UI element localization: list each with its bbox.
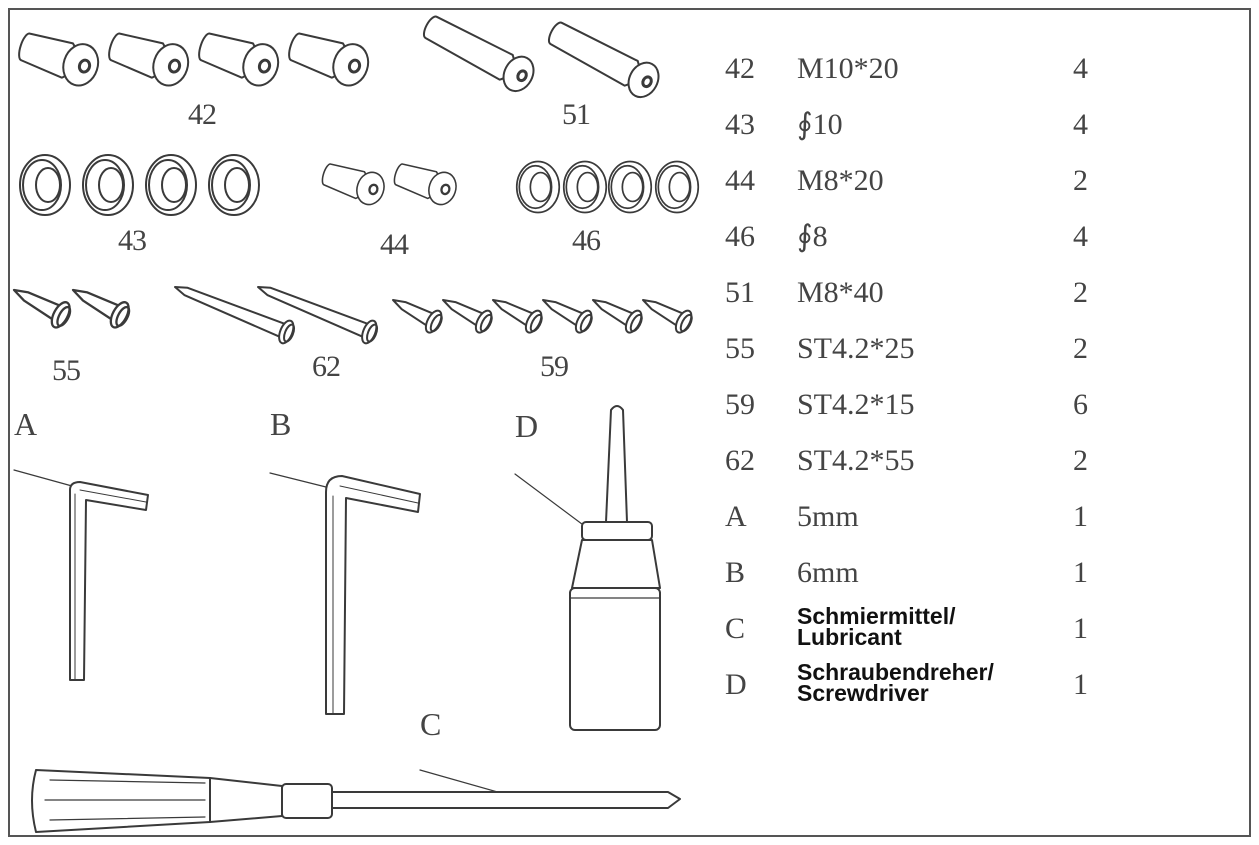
part-id: 62 xyxy=(725,444,755,477)
parts-row: 59 ST4.2*15 6 xyxy=(725,390,1105,430)
label-59: 59 xyxy=(540,350,569,383)
part-id: A xyxy=(725,500,747,533)
part-qty: 4 xyxy=(1073,108,1088,141)
parts-row: 51 M8*40 2 xyxy=(725,278,1105,318)
part-spec: M8*20 xyxy=(797,164,884,197)
label-44: 44 xyxy=(380,228,409,261)
part-spec: 6mm xyxy=(797,556,859,589)
parts-row: B 6mm 1 xyxy=(725,558,1105,598)
part-spec: ST4.2*55 xyxy=(797,444,915,477)
label-a: A xyxy=(14,406,38,442)
part-spec: Schmiermittel/ Lubricant xyxy=(797,603,956,651)
part-spec: ∮8 xyxy=(797,220,828,253)
part-spec: ∮10 xyxy=(797,108,843,141)
parts-row: 43 ∮10 4 xyxy=(725,110,1105,150)
label-b: B xyxy=(270,406,292,442)
label-42: 42 xyxy=(188,98,217,131)
label-62: 62 xyxy=(312,350,341,383)
part-spec-line1: Schmiermittel/ xyxy=(797,603,956,629)
part-id: 46 xyxy=(725,220,755,253)
part-spec-line2: Screwdriver xyxy=(797,680,929,707)
label-43: 43 xyxy=(118,224,147,257)
part-id: B xyxy=(725,556,746,589)
part-spec-line1: Schraubendreher/ xyxy=(797,659,994,685)
label-46: 46 xyxy=(572,224,601,257)
part-spec: ST4.2*15 xyxy=(797,388,915,421)
part-qty: 4 xyxy=(1073,220,1088,253)
parts-row: D Schraubendreher/ Screwdriver 1 xyxy=(725,661,1105,710)
washers-46 xyxy=(515,160,700,214)
part-id: 43 xyxy=(725,108,755,141)
parts-row: 44 M8*20 2 xyxy=(725,166,1105,206)
parts-row: 62 ST4.2*55 2 xyxy=(725,446,1105,486)
parts-row: 46 ∮8 4 xyxy=(725,222,1105,262)
part-spec: M10*20 xyxy=(797,52,899,85)
parts-row: 55 ST4.2*25 2 xyxy=(725,334,1105,374)
part-qty: 1 xyxy=(1073,500,1088,533)
label-c: C xyxy=(420,706,442,742)
part-id: 59 xyxy=(725,388,755,421)
screws-62 xyxy=(174,286,379,345)
part-id: 51 xyxy=(725,276,755,309)
part-id: 55 xyxy=(725,332,755,365)
part-qty: 2 xyxy=(1073,332,1088,365)
screws-59 xyxy=(386,288,697,337)
part-spec: Schraubendreher/ Screwdriver xyxy=(797,659,994,707)
bolts-42 xyxy=(12,23,375,92)
screws-55 xyxy=(6,276,135,332)
washers-43 xyxy=(19,154,260,216)
part-spec-line2: Lubricant xyxy=(797,624,902,651)
part-qty: 6 xyxy=(1073,388,1088,421)
label-51: 51 xyxy=(562,98,591,131)
part-id: C xyxy=(725,612,746,645)
label-d: D xyxy=(515,408,539,444)
hex-key-b xyxy=(269,472,421,715)
part-qty: 2 xyxy=(1073,444,1088,477)
screwdriver-c xyxy=(31,769,681,833)
part-id: D xyxy=(725,668,747,701)
part-spec: ST4.2*25 xyxy=(797,332,915,365)
parts-row: 42 M10*20 4 xyxy=(725,54,1105,94)
lubricant-bottle-d xyxy=(514,405,661,731)
bolts-44 xyxy=(317,156,462,210)
label-55: 55 xyxy=(52,354,81,387)
hex-key-a xyxy=(13,469,149,681)
part-qty: 2 xyxy=(1073,276,1088,309)
part-qty: 2 xyxy=(1073,164,1088,197)
part-spec: M8*40 xyxy=(797,276,884,309)
part-qty: 1 xyxy=(1073,556,1088,589)
part-qty: 4 xyxy=(1073,52,1088,85)
part-id: 42 xyxy=(725,52,755,85)
parts-row: C Schmiermittel/ Lubricant 1 xyxy=(725,605,1105,654)
parts-row: A 5mm 1 xyxy=(725,502,1105,542)
diagram-frame xyxy=(8,8,1251,837)
part-qty: 1 xyxy=(1073,668,1088,701)
part-qty: 1 xyxy=(1073,612,1088,645)
part-id: 44 xyxy=(725,164,755,197)
part-spec: 5mm xyxy=(797,500,859,533)
bolts-51 xyxy=(422,15,660,99)
